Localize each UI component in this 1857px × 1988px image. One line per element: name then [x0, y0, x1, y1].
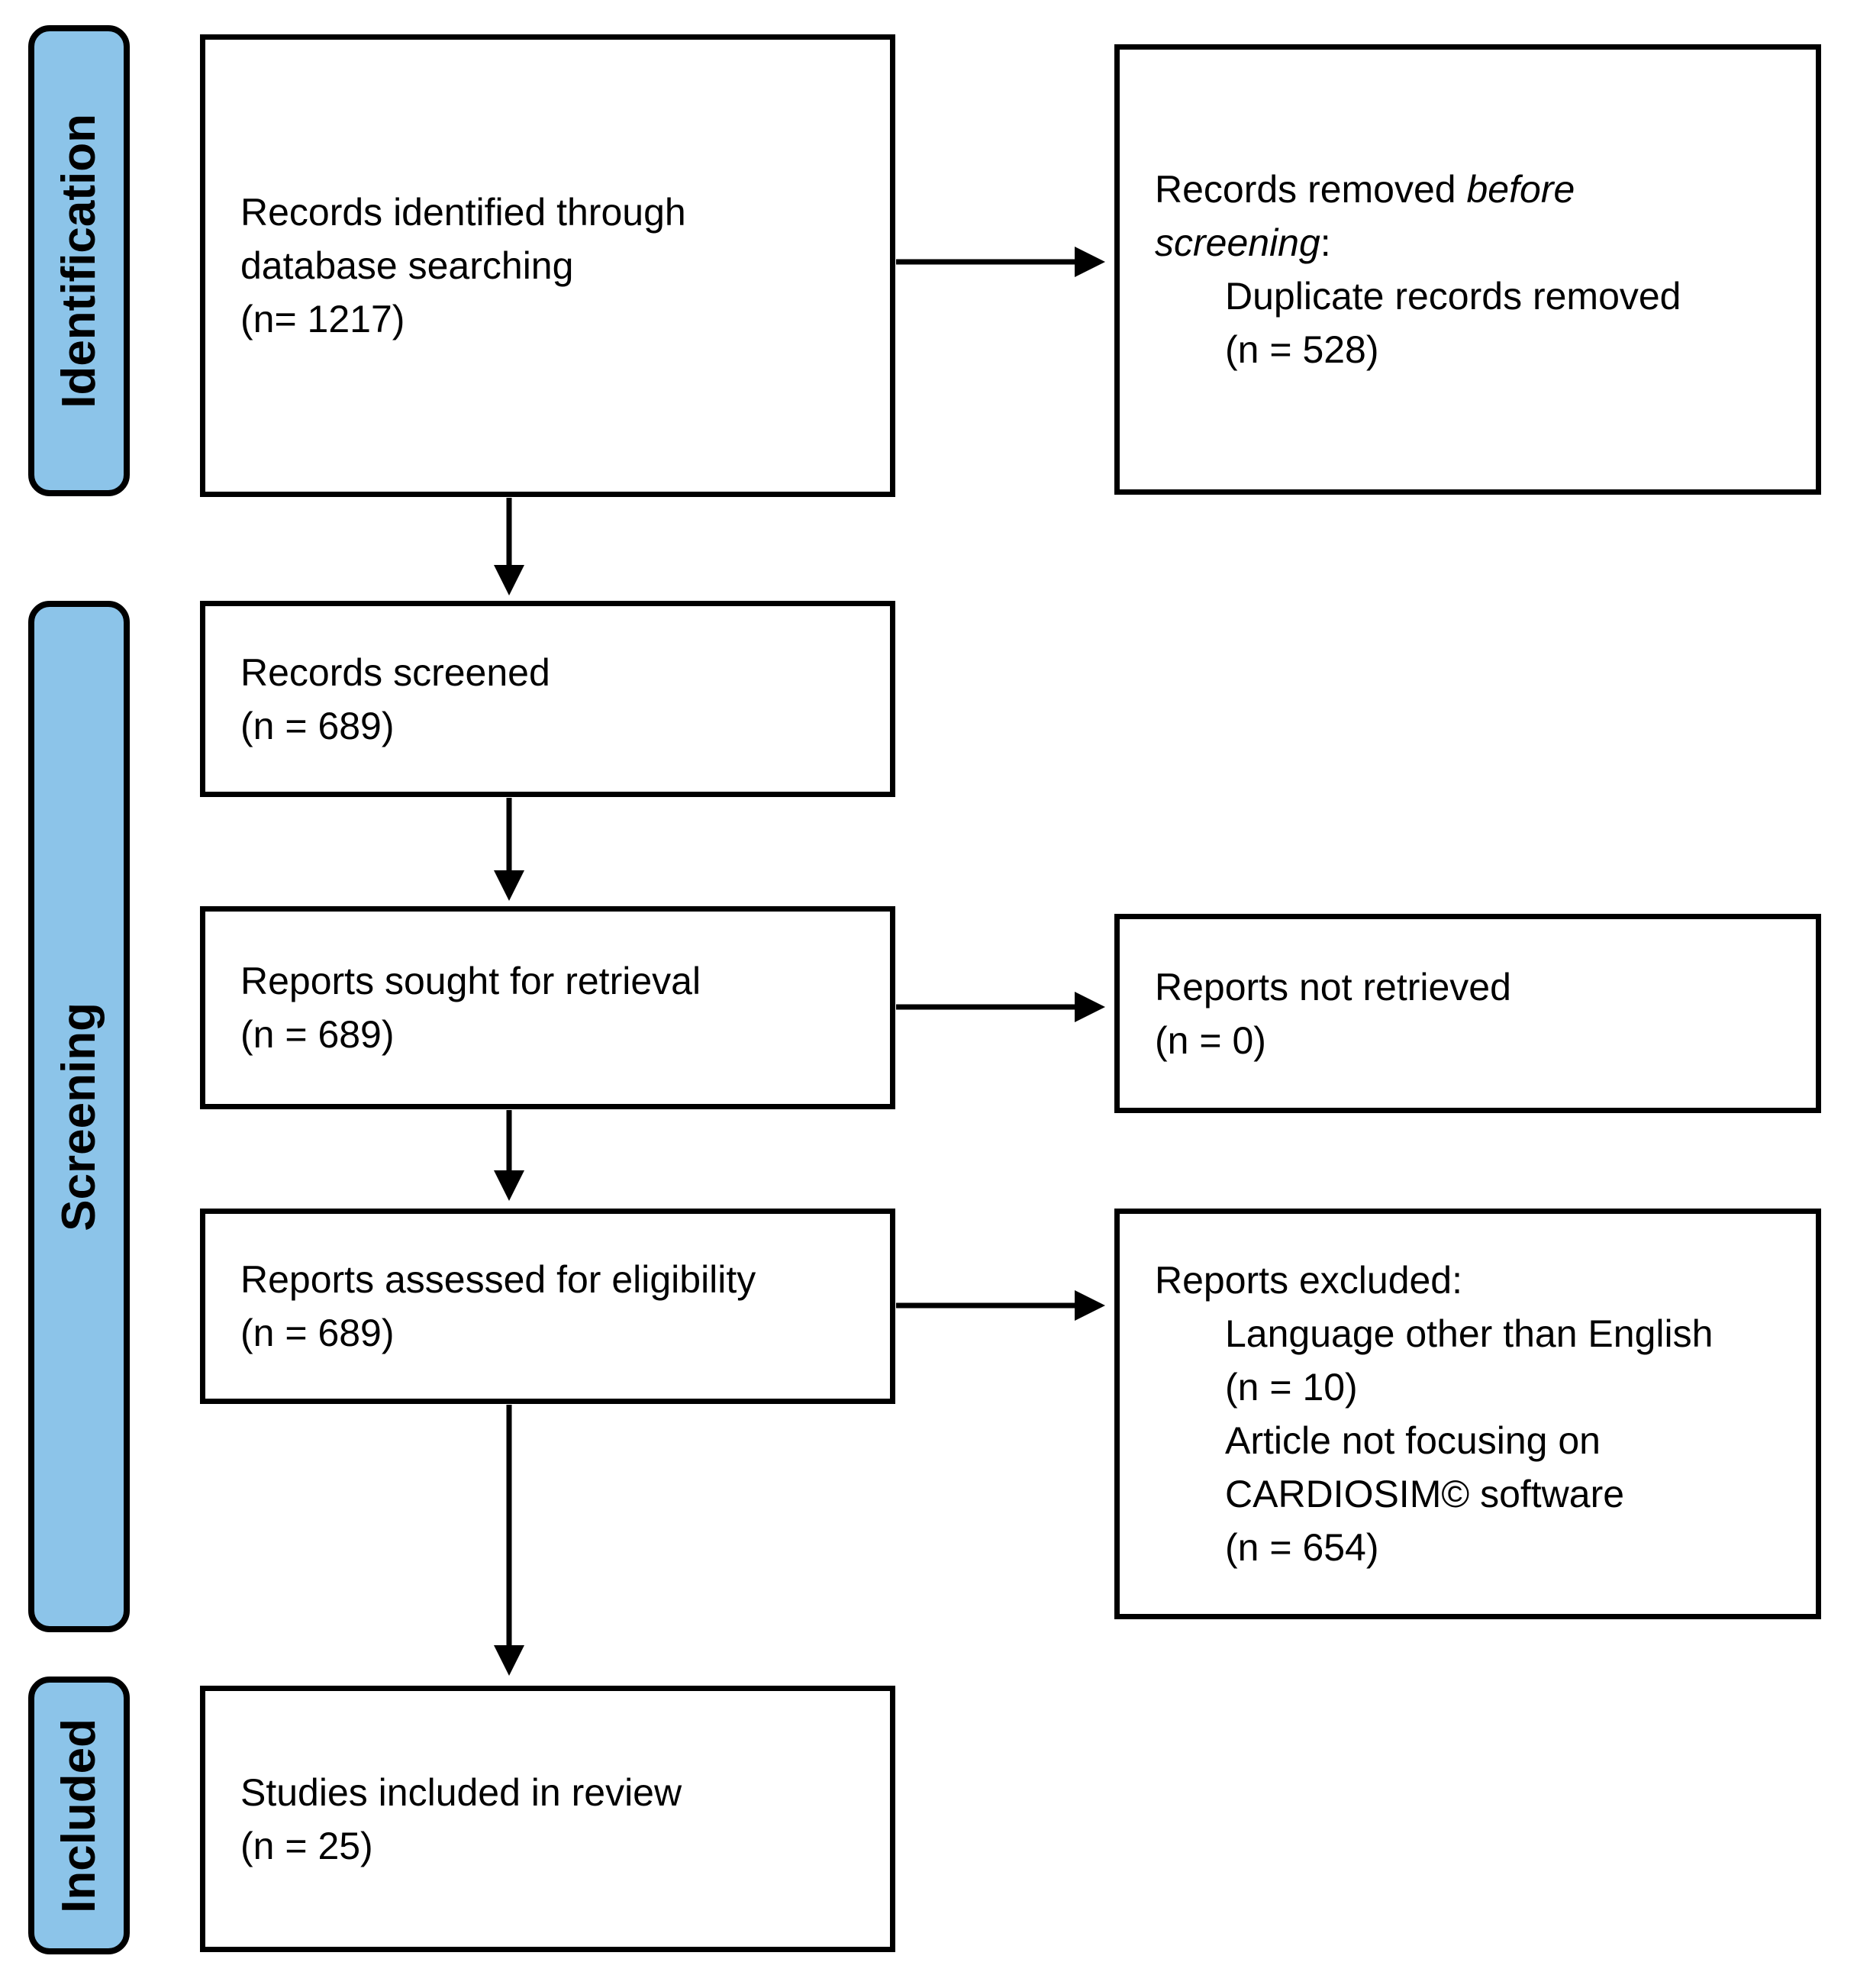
studies-included-label: Studies included in review — [240, 1770, 682, 1814]
studies-included-count: (n = 25) — [240, 1824, 373, 1867]
records-removed-line-2: screening: — [1155, 221, 1331, 264]
duplicate-records-removed-label: Duplicate records removed — [1225, 275, 1681, 318]
excluded-reason-focus-line-1: Article not focusing on — [1225, 1419, 1601, 1462]
stage-bar-screening: Screening — [28, 601, 130, 1632]
reports-sought-count: (n = 689) — [240, 1013, 395, 1056]
excluded-reason-focus-count: (n = 654) — [1225, 1526, 1379, 1569]
box-records-identified: Records identified through database sear… — [200, 34, 895, 497]
box-reports-assessed: Reports assessed for eligibility (n = 68… — [200, 1209, 895, 1404]
box-records-removed-before-screening: Records removed before screening: Duplic… — [1114, 44, 1821, 495]
stage-label-identification: Identification — [53, 113, 105, 408]
excluded-reason-language: Language other than English — [1225, 1312, 1714, 1355]
records-screened-label: Records screened — [240, 650, 550, 694]
box-records-screened: Records screened (n = 689) — [200, 601, 895, 797]
records-identified-count: (n= 1217) — [240, 298, 405, 340]
stage-label-screening: Screening — [53, 1002, 105, 1231]
reports-assessed-count: (n = 689) — [240, 1312, 395, 1354]
box-reports-excluded: Reports excluded: Language other than En… — [1114, 1209, 1821, 1619]
reports-sought-label: Reports sought for retrieval — [240, 960, 701, 1002]
stage-label-included: Included — [53, 1718, 105, 1913]
box-reports-not-retrieved: Reports not retrieved (n = 0) — [1114, 914, 1821, 1113]
stage-bar-included: Included — [28, 1677, 130, 1954]
records-removed-line-1: Records removed before — [1155, 168, 1575, 211]
reports-not-retrieved-label: Reports not retrieved — [1155, 965, 1511, 1009]
box-studies-included: Studies included in review (n = 25) — [200, 1686, 895, 1952]
stage-bar-identification: Identification — [28, 25, 130, 496]
reports-excluded-title: Reports excluded: — [1155, 1259, 1463, 1302]
excluded-reason-language-count: (n = 10) — [1225, 1366, 1358, 1409]
reports-not-retrieved-count: (n = 0) — [1155, 1018, 1266, 1062]
reports-assessed-label: Reports assessed for eligibility — [240, 1258, 756, 1301]
excluded-reason-focus-line-2: CARDIOSIM© software — [1225, 1473, 1625, 1515]
records-identified-line-1: Records identified through — [240, 191, 686, 234]
records-identified-line-2: database searching — [240, 244, 574, 287]
box-reports-sought: Reports sought for retrieval (n = 689) — [200, 906, 895, 1109]
records-screened-count: (n = 689) — [240, 704, 395, 747]
duplicate-records-removed-count: (n = 528) — [1225, 328, 1379, 371]
